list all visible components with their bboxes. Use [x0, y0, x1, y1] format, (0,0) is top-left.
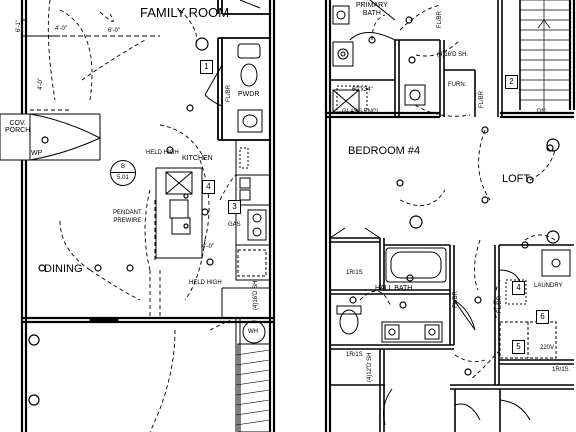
dim-4-0-c: 4'-0" — [202, 244, 214, 250]
note-sh-4-16d-top: (4)16'D SH. — [437, 52, 469, 58]
key-box-3: 3 — [228, 200, 241, 214]
key-box-2: 2 — [505, 75, 518, 89]
room-label-loft: LOFT — [502, 173, 531, 185]
detail-callout: B 5.01 — [110, 160, 136, 186]
note-sh-4-16d-left: (4)16'D SH — [253, 280, 259, 311]
note-fl-br-primary: FL/BR — [437, 10, 443, 28]
key-box-6: 6 — [536, 310, 549, 324]
light-fixtures-second-floor — [349, 16, 560, 376]
room-label-family-room: FAMILY ROOM — [140, 5, 230, 20]
room-label-hall-bath: HALL BATH — [375, 285, 413, 292]
kitchen-island — [154, 167, 203, 260]
room-label-wh: WH — [248, 329, 258, 335]
room-label-furn: FURN. — [448, 82, 467, 88]
stair-right — [520, 0, 570, 110]
porch — [0, 113, 101, 161]
detail-callout-top: B — [111, 161, 135, 173]
note-fl-br-laundry: FL/BR — [497, 295, 503, 313]
note-held-high-kitchen: HELD HIGH — [146, 150, 179, 156]
note-rod-2: 1R/1S — [346, 352, 363, 358]
dim-6-1: 6'-1" — [16, 20, 22, 32]
light-fixtures-first-floor — [28, 37, 214, 406]
note-shower-size: 60"x34" — [352, 87, 373, 93]
detail-callout-bottom: 5.01 — [117, 175, 129, 181]
wiring-second-floor — [359, 4, 556, 381]
room-label-glass-encl: GLASS ENCL. — [342, 109, 382, 115]
note-pendant-prewire: PENDANT PREWIRE — [113, 210, 142, 224]
room-label-bedroom-4: BEDROOM #4 — [348, 145, 421, 157]
note-rod-3: 1R/1S — [552, 367, 569, 373]
room-label-kitchen: KITCHEN — [182, 155, 213, 162]
note-fl-br-loft: FL/BR — [479, 90, 485, 108]
gas-label: GAS — [228, 222, 241, 228]
key-box-4: 4 — [202, 180, 215, 194]
room-label-pwdr: PWDR — [238, 91, 260, 98]
note-held-high-bottom: HELD HIGH — [189, 280, 222, 286]
room-label-cov-porch: COV. PORCH — [5, 120, 31, 134]
stair-left — [235, 349, 271, 426]
kitchen-counters — [235, 139, 271, 281]
room-label-primary-bath: PRIMARY BATH — [356, 2, 388, 17]
note-220v: 220V — [540, 345, 555, 351]
second-floor-walls — [324, 0, 576, 432]
room-label-wp: WP — [31, 150, 43, 157]
key-box-4b: 4 — [512, 281, 525, 295]
dim-4-0-b: 4'-0" — [38, 78, 44, 90]
room-label-laundry: LAUNDRY — [534, 283, 563, 289]
room-label-dining: DINING — [44, 263, 83, 275]
key-box-5: 5 — [512, 340, 525, 354]
primary-bath-walls — [330, 0, 521, 117]
note-rod-1: 1R/1S — [346, 270, 363, 276]
room-label-dn: DN — [537, 109, 546, 115]
key-box-1: 1 — [200, 60, 213, 74]
wiring-first-floor — [30, 0, 237, 432]
dim-4-0-a: 4'-0" — [55, 26, 67, 32]
note-fl-br-hall: FL/BR — [453, 290, 459, 308]
note-sh-4-12d: (4)12'D SH — [367, 352, 373, 383]
note-fl-br-pwdr: FL/BR — [226, 84, 232, 102]
dim-6-0: 6'-0" — [108, 28, 120, 34]
bedroom-hall-walls — [330, 237, 574, 432]
water-heater-area — [221, 287, 271, 432]
